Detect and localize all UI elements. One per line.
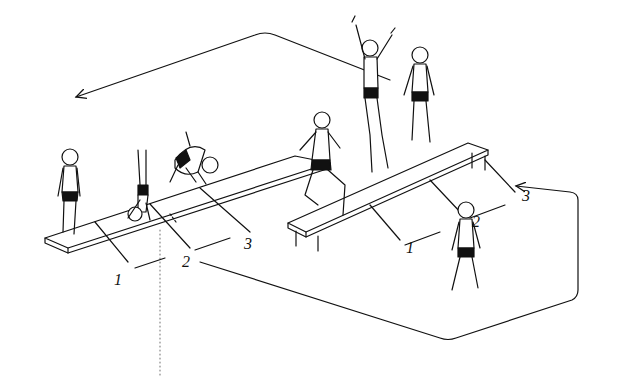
floor-mark xyxy=(170,214,176,222)
figure-body xyxy=(364,57,378,88)
figure-limbs xyxy=(58,168,80,234)
figure-limbs xyxy=(404,66,434,142)
circuit-path xyxy=(200,186,578,340)
figure-limbs xyxy=(452,222,480,290)
station-number: 1 xyxy=(114,272,122,288)
bench-leg xyxy=(317,236,318,251)
figure-body xyxy=(62,166,78,192)
station-number: 3 xyxy=(522,188,530,204)
bench-edge xyxy=(305,232,306,237)
figure-head xyxy=(362,40,378,56)
bench-leg xyxy=(295,231,296,246)
figure-limbs xyxy=(128,200,150,220)
station-number: 2 xyxy=(472,214,480,230)
figure-limbs xyxy=(138,150,146,185)
figure-limbs xyxy=(300,132,345,215)
figure-head xyxy=(202,157,218,173)
mat-edge xyxy=(67,248,68,253)
floor-mark xyxy=(195,238,230,250)
floor-mark xyxy=(95,222,128,262)
motion-mark xyxy=(352,16,395,33)
mat-edge xyxy=(45,163,330,253)
figure-head xyxy=(412,47,428,63)
figure-head xyxy=(458,202,474,218)
figure-body xyxy=(412,64,428,92)
station-number: 2 xyxy=(182,254,190,270)
figure-limbs xyxy=(356,25,392,172)
floor-mark xyxy=(135,258,165,268)
bench-leg xyxy=(471,153,472,168)
circuit-path xyxy=(76,33,390,97)
figure-shorts xyxy=(412,92,428,101)
floor-mark xyxy=(370,205,400,240)
figure-shorts xyxy=(311,160,331,170)
figure-limbs xyxy=(170,132,206,184)
floor-mark xyxy=(150,204,190,248)
floor-mark xyxy=(430,180,462,214)
station-number: 3 xyxy=(244,236,252,252)
floor-mark xyxy=(485,160,515,192)
guide-line xyxy=(159,230,160,377)
bench-leg xyxy=(484,156,485,170)
figure-shorts xyxy=(62,192,78,201)
figure-head xyxy=(62,149,78,165)
figure-body xyxy=(175,147,205,175)
figure-shorts xyxy=(138,185,148,195)
figure-shorts xyxy=(458,248,474,257)
figure-head xyxy=(314,112,330,128)
station-number: 1 xyxy=(406,240,414,256)
figure-body xyxy=(458,219,474,248)
floor-mark xyxy=(200,188,250,232)
figure-shorts xyxy=(364,88,378,98)
